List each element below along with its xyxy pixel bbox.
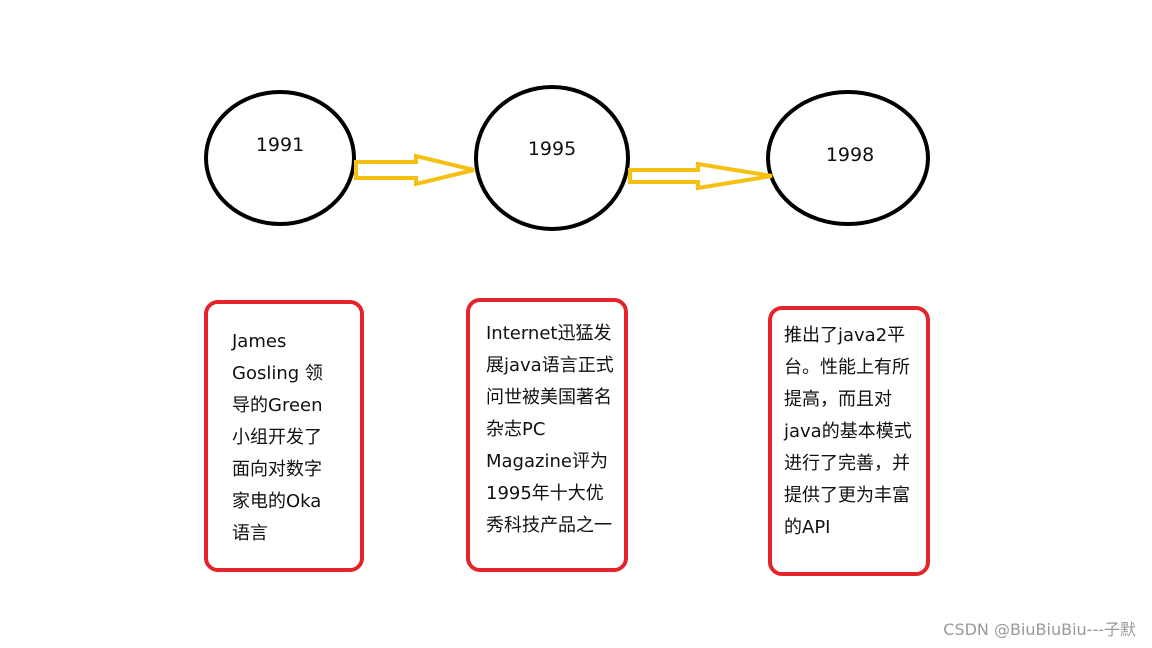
year-circle-1995: [474, 85, 630, 231]
description-text-1995: Internet迅猛发 展java语言正式 问世被美国著名 杂志PC Magaz…: [486, 323, 614, 536]
year-circle-1991: [204, 90, 356, 226]
arrow-1995-to-1998: [628, 161, 773, 191]
description-text-1991: James Gosling 领 导的Green 小组开发了 面向对数字 家电的O…: [232, 331, 323, 544]
year-label-1991: 1991: [255, 134, 305, 156]
description-text-1998: 推出了java2平 台。性能上有所 提高，而且对 java的基本模式 进行了完善…: [784, 325, 912, 538]
description-card-1991: [204, 300, 364, 572]
description-card-1995: [466, 298, 628, 572]
year-label-1998: 1998: [825, 144, 875, 166]
arrow-1991-to-1995: [354, 153, 475, 187]
description-card-1998: [768, 306, 930, 576]
year-label-1995: 1995: [527, 138, 577, 160]
year-circle-1998: [766, 90, 930, 226]
watermark: CSDN @BiuBiuBiu---子默: [943, 620, 1136, 639]
